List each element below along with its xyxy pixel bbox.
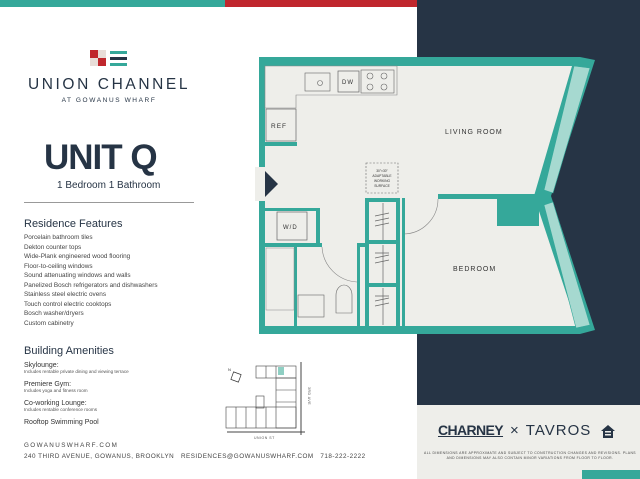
amenity-title: Premiere Gym: (24, 381, 72, 388)
top-bar-teal (0, 0, 225, 7)
tavros-logo: TAVROS (525, 422, 592, 439)
feature-item: Bosch washer/dryers (24, 310, 84, 317)
union-channel-logo-icon (90, 50, 127, 66)
footer-bar-teal (582, 470, 640, 479)
bathroom-door (321, 246, 358, 283)
brand-subtitle: AT GOWANUS WHARF (61, 97, 157, 104)
feature-item: Panelized Bosch refrigerators and dishwa… (24, 281, 158, 289)
top-bar-red (225, 0, 417, 7)
feature-item: Custom cabinetry (24, 319, 74, 327)
toilet-icon (335, 284, 353, 314)
floor-area (265, 66, 577, 326)
washer-dryer (276, 211, 308, 241)
building-amenities-heading: Building Amenities (24, 345, 114, 357)
unit-title: UNIT Q (44, 138, 158, 177)
dishwasher (337, 70, 360, 93)
compass-icon (230, 371, 242, 383)
feature-item: Dekton counter tops (24, 243, 82, 251)
wd-label: W/D (283, 225, 298, 231)
cooktop-icon (360, 69, 395, 94)
times-symbol: × (510, 422, 519, 439)
sink-icon (304, 72, 331, 92)
amenity-item: Rooftop Swimming Pool (24, 419, 129, 426)
unit-rooms: 1 Bedroom 1 Bathroom (57, 180, 161, 191)
amenity-desc: Includes rentable private dining and vie… (24, 369, 129, 374)
entrance-arrow-icon (265, 171, 278, 197)
window-bedroom (543, 201, 591, 329)
working-surface (365, 162, 399, 194)
key-map: N (225, 362, 305, 435)
website[interactable]: GOWANUSWHARF.COM (24, 442, 119, 449)
feature-item: Porcelain bathroom tiles (24, 234, 93, 241)
bedroom-label: BEDROOM (453, 266, 496, 273)
amenity-desc: Includes yoga and fitness room (24, 388, 88, 393)
bathroom-sink-icon (297, 294, 325, 318)
closet-hangers-icon (374, 203, 390, 325)
unit-location-highlight (278, 367, 284, 375)
feature-item: Wide-Plank engineered wood flooring (24, 253, 131, 260)
working-surface-line: ADAPTABLE (372, 174, 392, 178)
equal-housing-icon (601, 425, 615, 438)
amenity-desc: Includes rentable conference rooms (24, 407, 98, 412)
partner-logos: CHARNEY × TAVROS (438, 422, 591, 439)
dw-label: DW (342, 80, 354, 86)
amenity-title: Co-working Lounge: (24, 400, 87, 407)
ref-label: REF (271, 123, 287, 130)
contact-info: 240 THIRD AVENUE, GOWANUS, BROOKLYN RESI… (24, 453, 366, 460)
feature-item: Stainless steel electric ovens (24, 291, 107, 298)
amenity-item: Premiere Gym:Includes yoga and fitness r… (24, 381, 129, 393)
residence-features-heading: Residence Features (24, 218, 123, 230)
divider (24, 202, 194, 203)
street-label-bottom: UNION ST (254, 436, 275, 440)
amenity-title: Rooftop Swimming Pool (24, 419, 99, 426)
amenity-item: Co-working Lounge:Includes rentable conf… (24, 400, 129, 412)
window-living (543, 65, 591, 194)
living-room-label: LIVING ROOM (445, 129, 503, 136)
floor-plan: LIVING ROOM BEDROOM REF DW W/D 30"×30" A… (255, 57, 595, 334)
brand-name: UNION CHANNEL (27, 76, 191, 93)
disclaimer: ALL DIMENSIONS ARE APPROXIMATE AND SUBJE… (424, 451, 636, 460)
bedroom-door (402, 198, 439, 235)
building-amenities: Building Amenities Skylounge:Includes re… (24, 345, 129, 426)
feature-item: Sound attenuating windows and walls (24, 272, 131, 279)
working-surface-line: SURFACE (374, 184, 390, 188)
feature-item: Floor-to-ceiling windows (24, 262, 93, 270)
working-surface-line: WORKING (374, 179, 391, 183)
working-surface-label: 30"×30" ADAPTABLE WORKING SURFACE (372, 169, 392, 188)
amenity-item: Skylounge:Includes rentable private dini… (24, 362, 129, 374)
charney-logo: CHARNEY (438, 422, 504, 438)
working-surface-line: 30"×30" (376, 169, 388, 173)
amenity-title: Skylounge: (24, 362, 59, 369)
compass-north-label: N (228, 367, 231, 372)
bathtub (265, 247, 295, 311)
feature-item: Touch control electric cooktops (24, 300, 112, 308)
residence-features: Residence Features Porcelain bathroom ti… (24, 218, 158, 328)
refrigerator (265, 108, 297, 142)
partner-panel (417, 405, 640, 479)
kitchen-counter (264, 65, 398, 109)
